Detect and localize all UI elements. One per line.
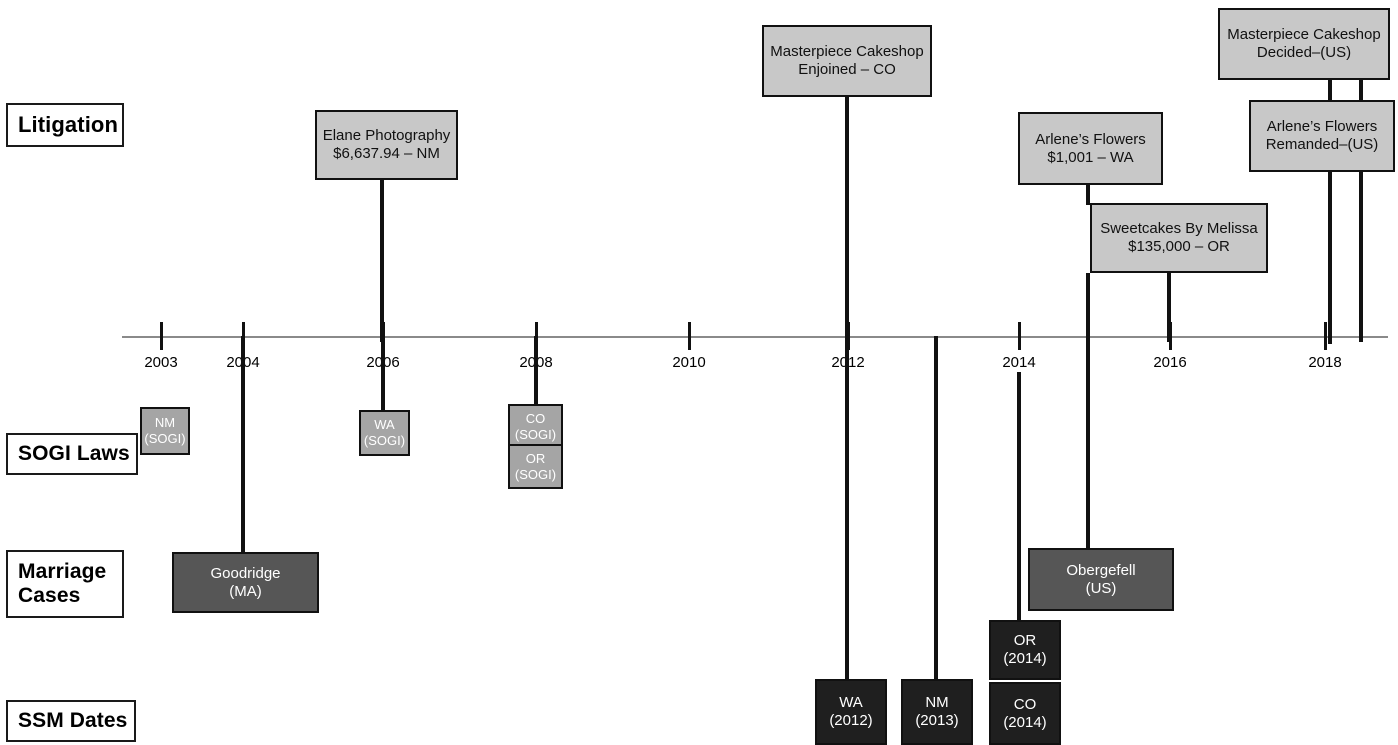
event-label-primary: NM bbox=[154, 415, 176, 431]
event-box-wa-2012[interactable]: WA(2012) bbox=[815, 679, 887, 745]
stem-masterpiece-decided-right bbox=[1359, 80, 1363, 342]
stem-masterpiece-decided bbox=[1328, 80, 1332, 102]
event-box-obergefell-us[interactable]: Obergefell(US) bbox=[1028, 548, 1174, 611]
stem-elane bbox=[380, 180, 384, 342]
row-label-line1: Marriage bbox=[18, 559, 107, 583]
event-label-secondary: Enjoined – CO bbox=[798, 61, 896, 78]
event-label-secondary: (MA) bbox=[229, 582, 262, 600]
stem-arlenes-remanded bbox=[1328, 172, 1332, 344]
year-label-2018: 2018 bbox=[1308, 354, 1342, 371]
event-box-sweetcakes-by-melissa[interactable]: Sweetcakes By Melissa$135,000 – OR bbox=[1090, 203, 1268, 273]
event-label-secondary: (SOGI) bbox=[514, 466, 557, 482]
event-label-primary: OR bbox=[1013, 632, 1037, 649]
event-box-nm-sogi[interactable]: NM(SOGI) bbox=[140, 407, 190, 455]
stem-wa-sogi bbox=[381, 336, 385, 410]
event-box-wa-sogi[interactable]: WA(SOGI) bbox=[359, 410, 410, 456]
axis-tick-2014 bbox=[1018, 322, 1021, 350]
event-label-secondary: (SOGI) bbox=[363, 433, 406, 448]
event-label-primary: WA bbox=[839, 694, 863, 711]
event-label-secondary: (US) bbox=[1085, 579, 1117, 597]
event-box-nm-2013[interactable]: NM(2013) bbox=[901, 679, 973, 745]
event-label-primary: Arlene’s Flowers bbox=[1266, 118, 1378, 135]
stem-masterpiece-enjoined bbox=[845, 97, 849, 342]
event-box-goodridge-ma[interactable]: Goodridge(MA) bbox=[172, 552, 319, 613]
event-label-primary: NM bbox=[925, 694, 949, 711]
stem-goodridge bbox=[241, 336, 245, 552]
event-label-primary: Elane Photography bbox=[322, 127, 451, 144]
event-label-secondary: (SOGI) bbox=[514, 426, 557, 442]
event-label-primary: WA bbox=[374, 417, 395, 433]
row-label-litigation: Litigation bbox=[6, 103, 124, 147]
event-box-or-sogi[interactable]: OR(SOGI) bbox=[508, 444, 563, 489]
timeline-axis bbox=[122, 336, 1388, 338]
event-label-primary: CO bbox=[525, 410, 546, 426]
row-label-sogi-laws: SOGI Laws bbox=[6, 433, 138, 475]
stem-sweetcakes-down bbox=[1086, 273, 1090, 556]
event-box-or-2014[interactable]: OR(2014) bbox=[989, 620, 1061, 680]
year-label-2014: 2014 bbox=[1002, 354, 1036, 371]
row-label-line2: Cases bbox=[18, 584, 81, 607]
year-label-2003: 2003 bbox=[144, 354, 178, 371]
axis-tick-2003 bbox=[160, 322, 163, 350]
year-label-2010: 2010 bbox=[672, 354, 706, 371]
event-label-primary: CO bbox=[1013, 695, 1037, 713]
event-label-secondary: (2014) bbox=[1003, 713, 1047, 731]
event-label-primary: Arlene’s Flowers bbox=[1035, 130, 1146, 148]
event-box-arlenes-flowers[interactable]: Arlene’s Flowers$1,001 – WA bbox=[1018, 112, 1163, 185]
event-label-secondary: (SOGI) bbox=[144, 431, 186, 446]
stem-obergefell-to-ssm bbox=[1017, 372, 1021, 620]
event-label-secondary: (2014) bbox=[1003, 650, 1047, 667]
event-label-primary: Masterpiece Cakeshop bbox=[1227, 26, 1381, 43]
stem-nm-ssm bbox=[934, 336, 938, 688]
event-label-secondary: $1,001 – WA bbox=[1047, 148, 1134, 166]
event-label-secondary: $135,000 – OR bbox=[1128, 238, 1230, 255]
event-label-primary: Sweetcakes By Melissa bbox=[1100, 220, 1258, 237]
event-box-co-2014[interactable]: CO(2014) bbox=[989, 682, 1061, 745]
axis-tick-2010 bbox=[688, 322, 691, 350]
axis-tick-2018 bbox=[1324, 322, 1327, 350]
year-label-2016: 2016 bbox=[1153, 354, 1187, 371]
event-box-elane-photography[interactable]: Elane Photography$6,637.94 – NM bbox=[315, 110, 458, 180]
event-label-primary: Masterpiece Cakeshop bbox=[770, 43, 924, 60]
event-box-co-sogi[interactable]: CO(SOGI) bbox=[508, 404, 563, 449]
event-label-primary: OR bbox=[525, 450, 546, 466]
event-label-secondary: $6,637.94 – NM bbox=[333, 145, 440, 162]
row-label-text: SOGI Laws bbox=[18, 442, 130, 465]
stem-masterpiece-enjoined-lower bbox=[845, 336, 849, 704]
event-label-secondary: (2013) bbox=[915, 712, 959, 729]
event-label-primary: Goodridge bbox=[210, 564, 281, 582]
stem-co-sogi bbox=[534, 336, 538, 404]
event-label-primary: Obergefell bbox=[1066, 561, 1136, 579]
row-label-ssm-dates: SSM Dates bbox=[6, 700, 136, 742]
event-label-secondary: Remanded–(US) bbox=[1265, 136, 1379, 153]
stem-arlenes-flowers bbox=[1086, 185, 1090, 205]
event-label-secondary: (2012) bbox=[829, 712, 873, 729]
row-label-text: SSM Dates bbox=[18, 709, 128, 732]
event-label-secondary: Decided–(US) bbox=[1256, 44, 1352, 61]
stem-2016-sweetcakes bbox=[1167, 273, 1171, 342]
row-label-text: Litigation bbox=[18, 112, 118, 137]
